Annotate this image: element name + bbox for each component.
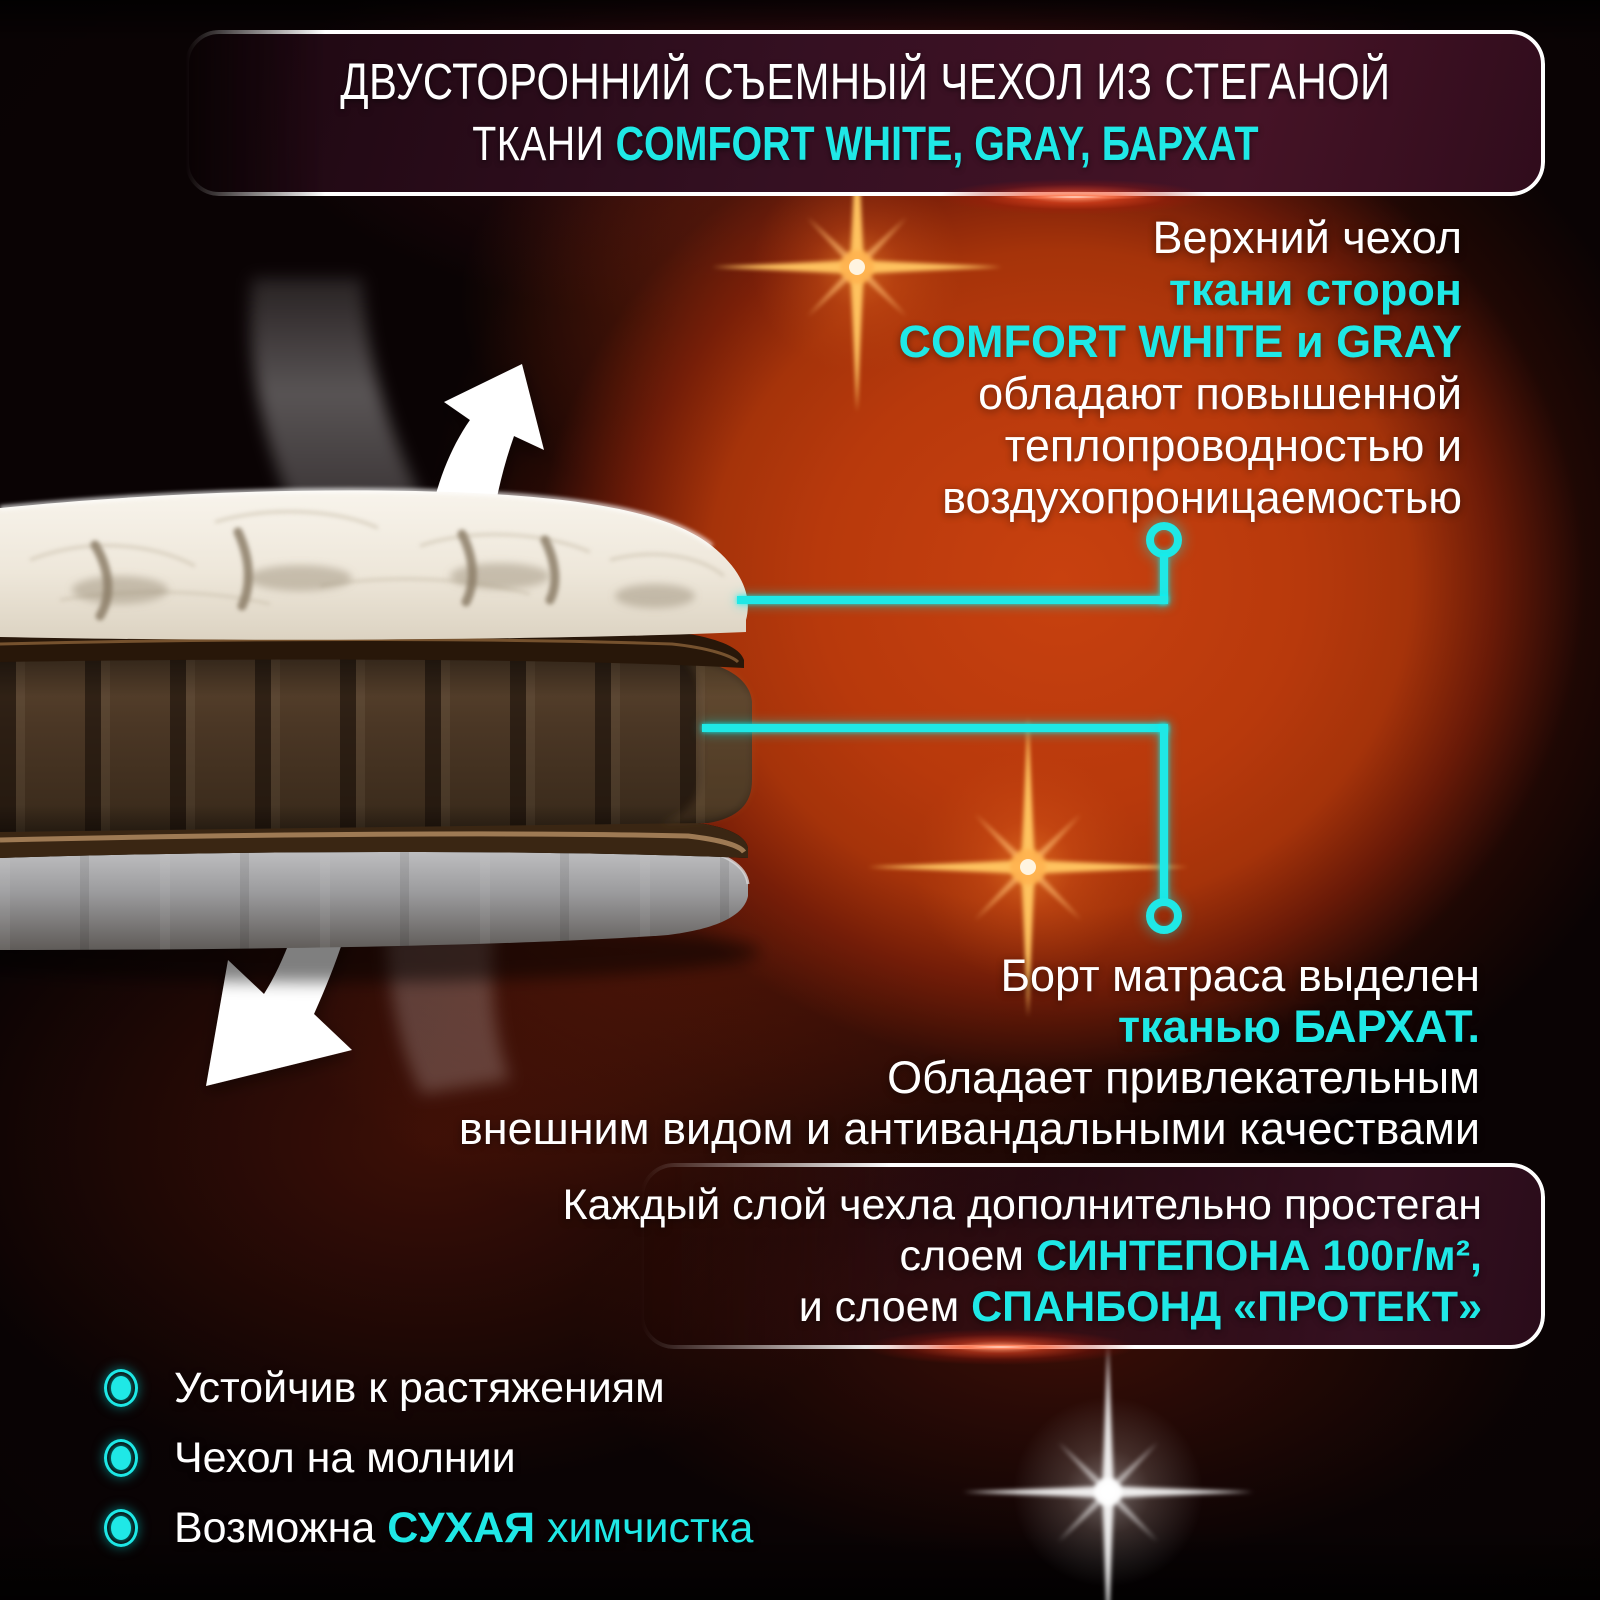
sparkle-orange-mid-icon (868, 717, 1188, 1017)
bullet-dot (111, 1376, 131, 1400)
airflow-band-upper (250, 278, 426, 508)
header-title-line2: ТКАНИ COMFORT WHITE, GRAY, БАРХАТ (472, 117, 1258, 173)
callout-line-side-vertical (1160, 724, 1168, 902)
text-line: Борт матраса выделен (459, 950, 1480, 1001)
quilt-note-box (640, 1163, 1545, 1349)
sparkle-orange-top-icon (712, 122, 1002, 412)
text-segment: воздухопроницаемостью (942, 472, 1462, 523)
sparkle-white-icon (963, 1342, 1253, 1600)
text-line: ткани сторон (899, 264, 1462, 316)
feature-bullet-icon (104, 1439, 138, 1477)
callout-ring-top-icon (1146, 522, 1182, 558)
feature-label: Устойчив к растяжениям (174, 1364, 665, 1413)
feature-item-zipper: Чехол на молнии (0, 1423, 1100, 1493)
text-line: тканью БАРХАТ. (459, 1001, 1480, 1052)
text-line: теплопроводностью и (899, 420, 1462, 472)
feature-label: Чехол на молнии (174, 1434, 516, 1483)
text-line: обладают повышенной (899, 368, 1462, 420)
callout-side-text: Борт матраса выделен тканью БАРХАТ. Обла… (459, 950, 1480, 1154)
text-segment: Борт матраса выделен (1000, 950, 1480, 1001)
text-segment: Возможна (174, 1503, 388, 1552)
callout-line-top-horizontal (737, 596, 1168, 604)
text-segment: теплопроводностью и (1004, 420, 1462, 471)
text-segment: СУХАЯ (387, 1503, 536, 1552)
feature-item-drycleaning: Возможна СУХАЯ химчистка (0, 1493, 1100, 1563)
text-segment: Чехол на молнии (174, 1433, 516, 1482)
text-line: воздухопроницаемостью (899, 472, 1462, 524)
feature-label: Возможна СУХАЯ химчистка (174, 1504, 753, 1553)
text-segment: COMFORT WHITE и GRAY (898, 316, 1463, 367)
text-segment: Обладает привлекательным (887, 1052, 1480, 1103)
text-segment: обладают повышенной (978, 368, 1462, 419)
text-segment: тканью БАРХАТ. (1118, 1001, 1480, 1052)
text-segment: химчистка (535, 1503, 754, 1552)
callout-ring-side-icon (1146, 898, 1182, 934)
callout-line-side-horizontal (702, 724, 1168, 732)
text-segment: ткани сторон (1168, 264, 1462, 315)
text-segment: Устойчив к растяжениям (174, 1363, 665, 1412)
callout-top-text: Верхний чехол ткани сторон COMFORT WHITE… (899, 212, 1463, 524)
bullet-dot (111, 1446, 131, 1470)
text-segment: ДВУСТОРОННИЙ СЪЕМНЫЙ ЧЕХОЛ ИЗ СТЕГАНОЙ (339, 53, 1391, 110)
mattress-top-fabric (0, 490, 748, 640)
mattress-image (0, 488, 760, 982)
text-segment: ТКАНИ (471, 118, 616, 171)
header-box: ДВУСТОРОННИЙ СЪЕМНЫЙ ЧЕХОЛ ИЗ СТЕГАНОЙ Т… (185, 30, 1545, 196)
bullet-dot (111, 1516, 131, 1540)
text-line: COMFORT WHITE и GRAY (899, 316, 1463, 368)
feature-bullet-icon (104, 1369, 138, 1407)
text-segment: Верхний чехол (1152, 212, 1462, 263)
feature-item-stretch: Устойчив к растяжениям (0, 1353, 1100, 1423)
callout-line-top-vertical (1160, 556, 1168, 604)
feature-bullet-icon (104, 1509, 138, 1547)
text-line: Обладает привлекательным (459, 1052, 1480, 1103)
text-segment: внешним видом и антивандальными качества… (458, 1103, 1480, 1154)
text-line: внешним видом и антивандальными качества… (459, 1103, 1480, 1154)
header-title-line1: ДВУСТОРОННИЙ СЪЕМНЫЙ ЧЕХОЛ ИЗ СТЕГАНОЙ (340, 53, 1390, 111)
text-line: Верхний чехол (899, 212, 1462, 264)
features-list: Устойчив к растяжениям Чехол на молнии В… (0, 1353, 1100, 1563)
text-segment: COMFORT WHITE, GRAY, БАРХАТ (615, 118, 1259, 171)
